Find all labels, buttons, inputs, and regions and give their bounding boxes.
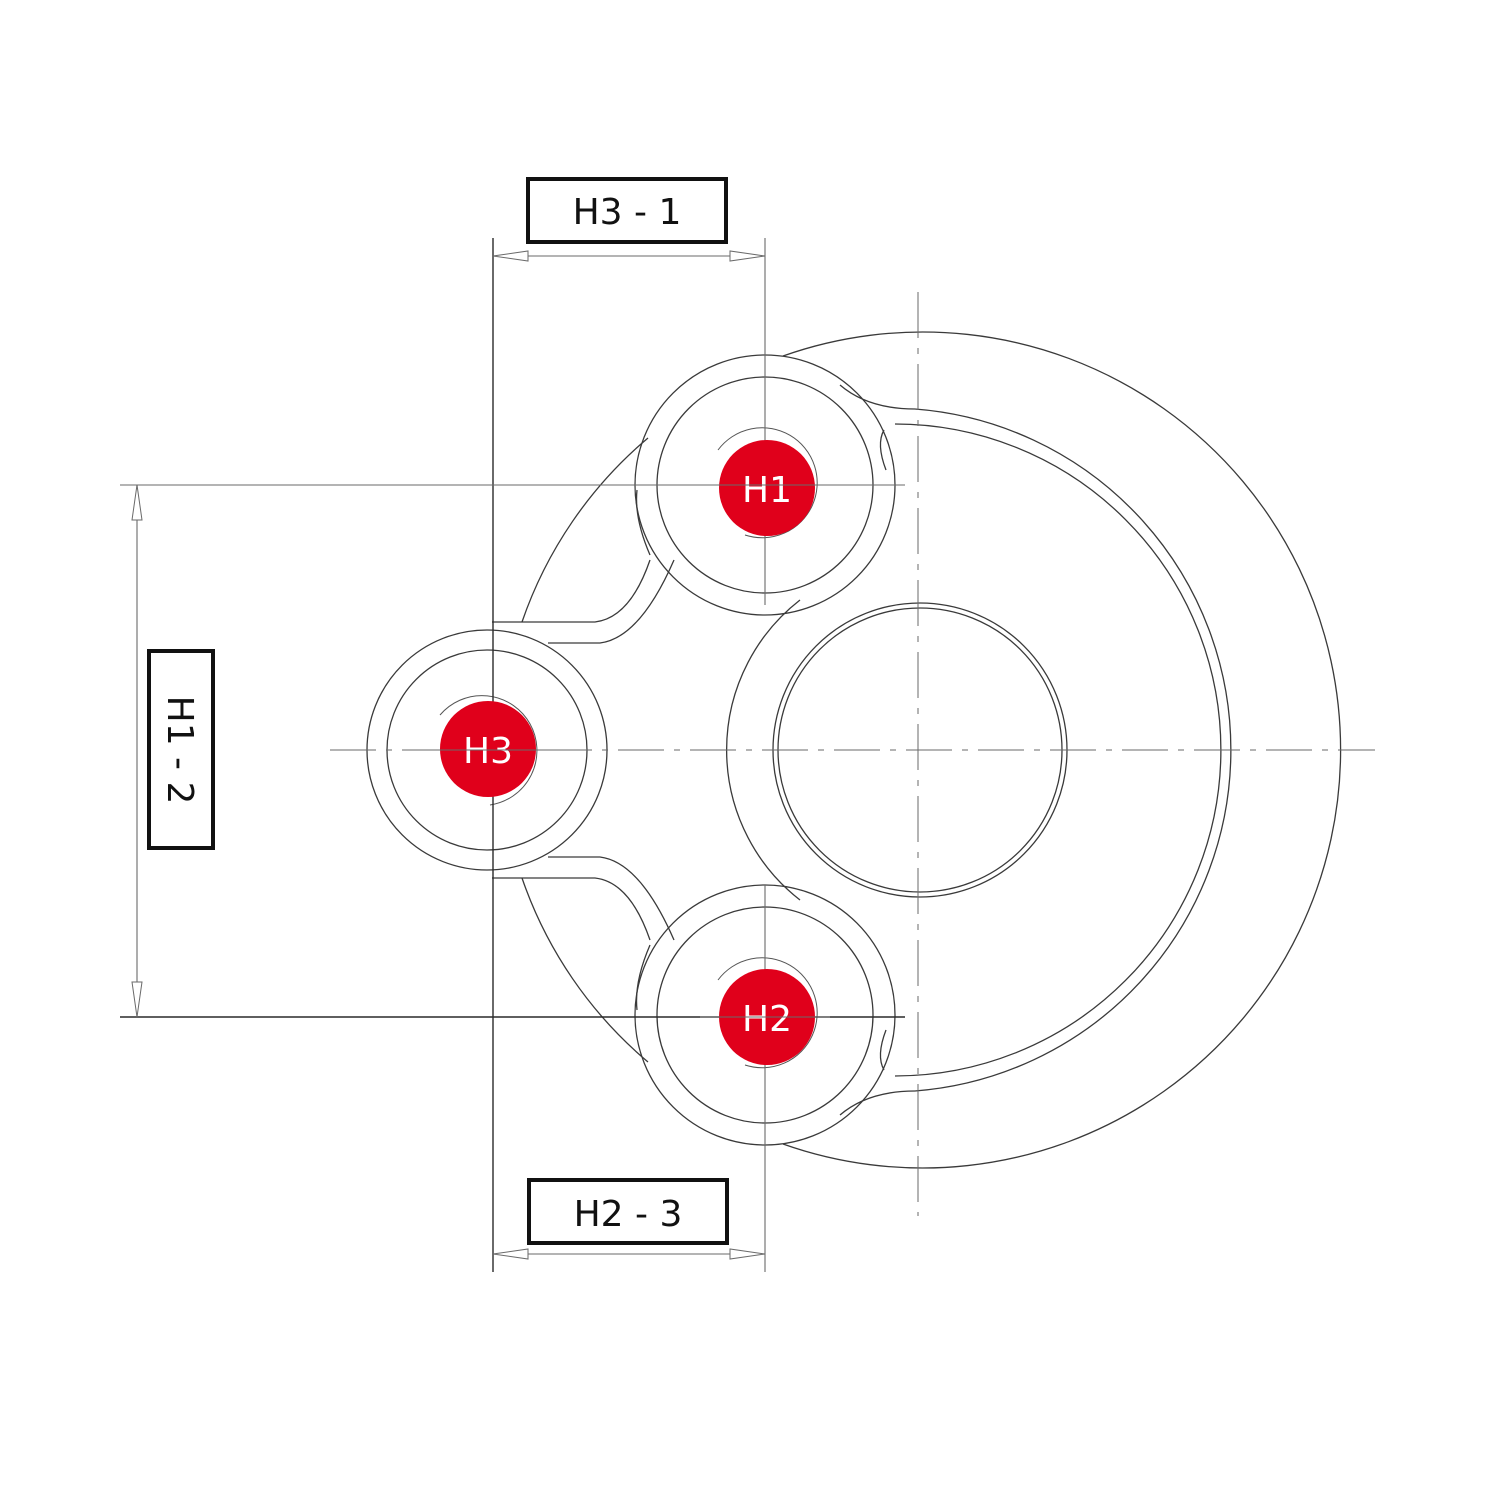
hole-marker-h1: H1 — [719, 440, 815, 536]
hole-marker-h3: H3 — [440, 701, 536, 797]
dimension-bottom — [492, 1248, 766, 1260]
dimension-label-bottom-text: H2 - 3 — [574, 1194, 683, 1235]
marker-crosshairs — [420, 484, 830, 1018]
hole-label-h2: H2 — [742, 999, 792, 1040]
dimension-label-left-text: H1 - 2 — [159, 696, 200, 805]
dimension-label-bottom: H2 - 3 — [527, 1178, 729, 1245]
dimension-top — [492, 250, 766, 262]
dimension-label-top: H3 - 1 — [526, 177, 728, 244]
dimension-left — [131, 484, 143, 1018]
hole-dot-h3 — [440, 701, 536, 797]
dimension-label-top-text: H3 - 1 — [573, 192, 682, 233]
hole-label-h1: H1 — [742, 470, 792, 511]
hole-dot-h1 — [719, 440, 815, 536]
hole-label-h3: H3 — [463, 731, 513, 772]
dimension-label-left: H1 - 2 — [147, 649, 215, 850]
